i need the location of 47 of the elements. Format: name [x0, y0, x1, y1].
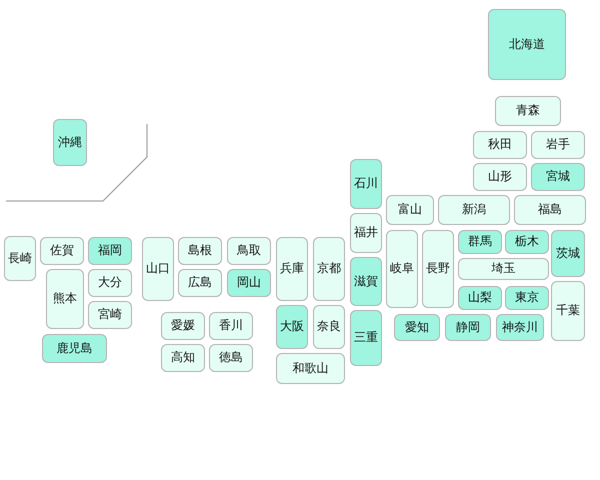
prefecture-tile: 宮崎: [88, 301, 132, 329]
prefecture-tile: 佐賀: [40, 237, 84, 265]
prefecture-tile: 神奈川: [496, 314, 544, 341]
prefecture-tile: 和歌山: [276, 353, 345, 384]
prefecture-tile: 長野: [422, 230, 454, 308]
prefecture-tile: 静岡: [445, 314, 491, 341]
prefecture-tile: 愛媛: [161, 312, 205, 340]
prefecture-tile: 三重: [350, 310, 382, 366]
prefecture-tile: 長崎: [4, 236, 36, 281]
prefecture-tile: 千葉: [551, 281, 585, 341]
prefecture-tile: 福島: [514, 195, 586, 225]
prefecture-tile: 青森: [495, 96, 561, 126]
prefecture-tile: 北海道: [488, 9, 566, 80]
prefecture-tile: 大分: [88, 269, 132, 297]
prefecture-tile: 鹿児島: [42, 334, 107, 363]
prefecture-tile: 東京: [505, 286, 549, 310]
prefecture-tile: 山形: [473, 163, 527, 191]
prefecture-tile: 福井: [350, 213, 382, 253]
prefecture-tile: 岐阜: [386, 230, 418, 308]
prefecture-tile: 岡山: [227, 269, 271, 297]
prefecture-tile: 栃木: [505, 230, 549, 254]
prefecture-tile: 新潟: [438, 195, 510, 225]
prefecture-tile: 京都: [313, 237, 345, 301]
prefecture-tile: 宮城: [531, 163, 585, 191]
prefecture-tile: 石川: [350, 159, 382, 209]
prefecture-tile: 熊本: [46, 269, 84, 329]
prefecture-tile: 大阪: [276, 305, 308, 349]
prefecture-tile: 秋田: [473, 131, 527, 159]
prefecture-tile: 兵庫: [276, 237, 308, 301]
prefecture-tile: 岩手: [531, 131, 585, 159]
prefecture-tile: 沖縄: [53, 119, 87, 166]
prefecture-tile: 鳥取: [227, 237, 271, 265]
prefecture-tile: 富山: [386, 195, 434, 225]
prefecture-tile: 愛知: [394, 314, 440, 341]
prefecture-tile: 福岡: [88, 237, 132, 265]
prefecture-tile: 奈良: [313, 305, 345, 349]
prefecture-tile: 島根: [178, 237, 222, 265]
prefecture-tile: 高知: [161, 344, 205, 372]
prefecture-tile: 広島: [178, 269, 222, 297]
prefecture-tile: 香川: [209, 312, 253, 340]
prefecture-tile: 埼玉: [458, 258, 549, 280]
prefecture-tile: 滋賀: [350, 257, 382, 306]
prefecture-tile: 茨城: [551, 230, 585, 277]
prefecture-tile: 徳島: [209, 344, 253, 372]
prefecture-tile: 群馬: [458, 230, 502, 254]
prefecture-tile: 山口: [142, 237, 174, 301]
prefecture-tile: 山梨: [458, 286, 502, 310]
